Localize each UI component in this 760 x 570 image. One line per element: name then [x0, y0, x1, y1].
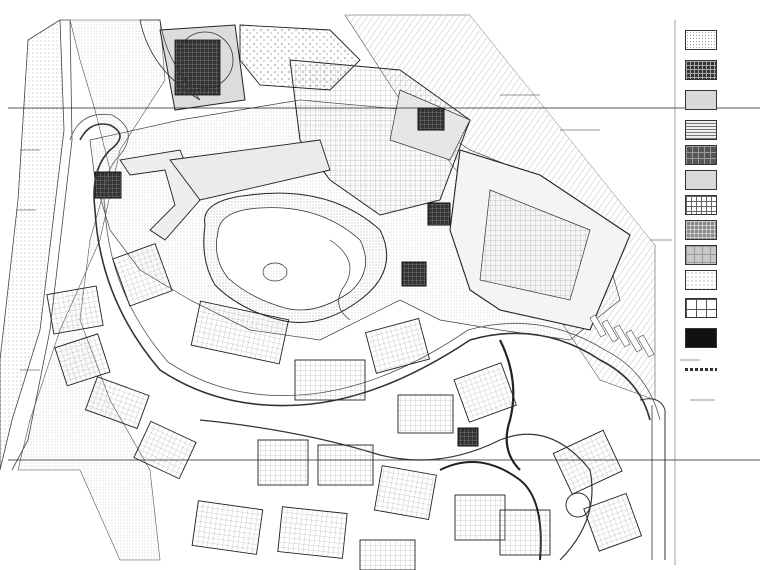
paving-light-swatch	[685, 245, 717, 265]
roundabout	[565, 492, 591, 518]
south-path	[199, 419, 593, 561]
legend-item	[682, 245, 756, 269]
paving-dark-cross-swatch	[685, 60, 717, 80]
villa-blocks	[46, 243, 643, 570]
paving-grid-swatch	[685, 195, 717, 215]
villa	[190, 300, 290, 365]
legend-item	[682, 270, 756, 294]
paving-cross-swatch	[685, 220, 717, 240]
villa	[359, 539, 416, 570]
villa	[84, 376, 150, 430]
paving-dash-swatch	[685, 368, 717, 371]
legend-item	[682, 220, 756, 244]
villa	[277, 506, 348, 559]
paving-black-swatch	[685, 328, 717, 348]
pavilion-lobby	[427, 202, 451, 226]
villa	[454, 494, 506, 541]
villa	[583, 492, 643, 552]
villa	[453, 362, 517, 423]
legend-item	[682, 195, 756, 219]
villa	[364, 317, 431, 374]
villa	[397, 394, 454, 434]
paving-gray-swatch	[685, 90, 717, 110]
paving-stripe-swatch	[685, 120, 717, 140]
pavilion-south	[457, 427, 479, 447]
villa	[46, 285, 104, 335]
material-legend	[682, 30, 756, 410]
villa	[257, 439, 309, 486]
lake-island	[262, 262, 288, 282]
legend-item	[682, 298, 756, 322]
paving-cell-swatch	[685, 298, 717, 318]
paving-dots-swatch	[685, 30, 717, 50]
pavilion-west	[94, 171, 122, 199]
villa	[133, 420, 197, 480]
villa	[54, 333, 111, 387]
pavilion-north	[417, 107, 445, 131]
villa	[552, 429, 623, 495]
legend-item	[682, 360, 756, 384]
lake-water	[215, 207, 367, 311]
annotation-leaders	[16, 94, 715, 401]
ring-road	[79, 123, 651, 421]
villa	[317, 444, 374, 486]
villa	[373, 465, 437, 521]
paving-dark-square-swatch	[685, 145, 717, 165]
paving-lines-swatch	[685, 270, 717, 290]
villa	[191, 500, 264, 555]
west-boundary-strip	[0, 19, 65, 471]
legend-item	[682, 30, 756, 54]
parking-stalls	[589, 314, 655, 358]
legend-item	[682, 60, 756, 84]
dark-roof-block	[174, 39, 221, 96]
villa	[112, 243, 173, 307]
legend-item	[682, 145, 756, 169]
legend-item	[682, 120, 756, 144]
villa	[294, 359, 366, 401]
legend-item	[682, 170, 756, 194]
guest-wing-north	[169, 139, 331, 201]
pavilion-bridge	[401, 261, 427, 287]
legend-item	[682, 90, 756, 114]
villa	[499, 509, 551, 556]
north-building-cluster	[239, 24, 361, 91]
legend-item	[682, 328, 756, 352]
east-road	[639, 398, 666, 560]
paving-fine-dots-swatch	[685, 170, 717, 190]
